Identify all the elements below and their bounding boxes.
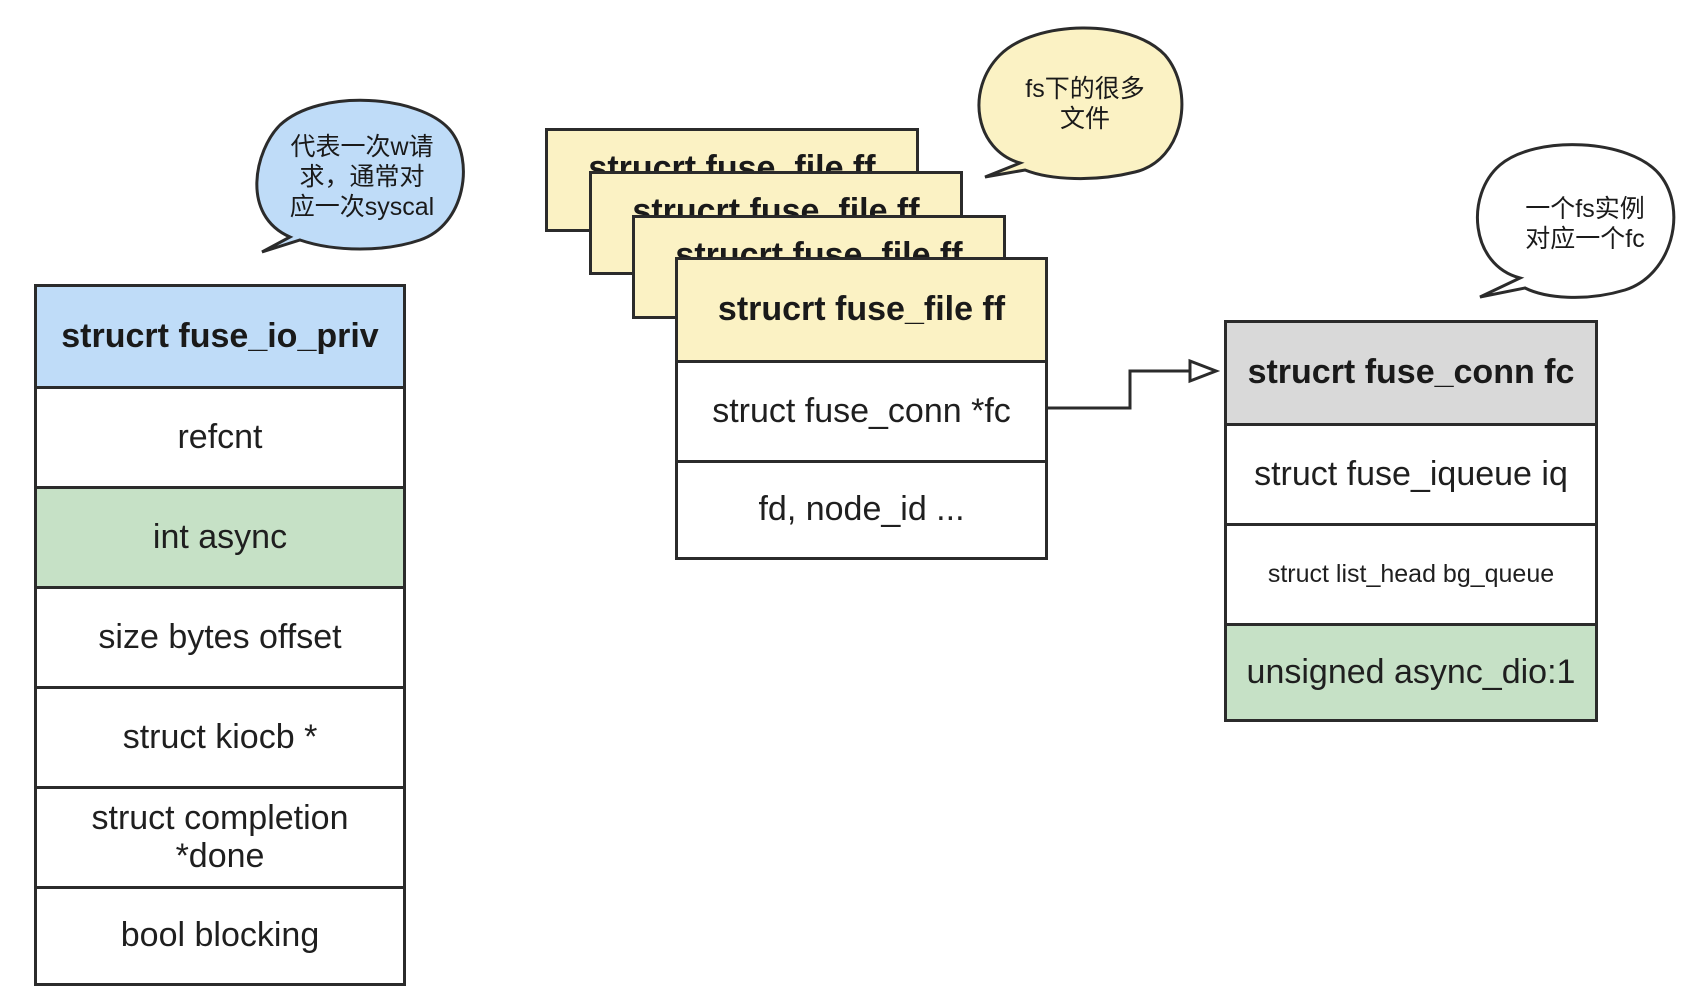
fuse-conn-title: strucrt fuse_conn fc <box>1227 323 1595 423</box>
fs-files-note-bubble <box>977 26 1184 181</box>
fuse-io-priv-title: strucrt fuse_io_priv <box>37 287 403 386</box>
fuse-conn-struct: strucrt fuse_conn fc struct fuse_iqueue … <box>1224 320 1598 722</box>
field-async-dio: unsigned async_dio:1 <box>1227 623 1595 719</box>
field-struct-kiocb: struct kiocb * <box>37 686 403 786</box>
fc-pointer-connector <box>1044 369 1190 410</box>
fuse-file-struct: strucrt fuse_file ff struct fuse_conn *f… <box>675 257 1048 560</box>
field-size-bytes-offset: size bytes offset <box>37 586 403 686</box>
field-bg-queue: struct list_head bg_queue <box>1227 523 1595 623</box>
fs-files-note-text: fs下的很多 文件 <box>1025 75 1145 133</box>
field-int-async: int async <box>37 486 403 586</box>
fs-instance-note-bubble <box>1476 143 1676 299</box>
fc-pointer-arrowhead <box>1188 358 1221 384</box>
io-priv-note-bubble <box>255 98 465 254</box>
field-completion-done: struct completion *done <box>37 786 403 886</box>
fs-instance-note-text: 一个fs实例 对应一个fc <box>1525 195 1645 253</box>
fuse-io-priv-struct: strucrt fuse_io_priv refcnt int async si… <box>34 284 406 986</box>
field-refcnt: refcnt <box>37 386 403 486</box>
field-bool-blocking: bool blocking <box>37 886 403 983</box>
io-priv-note-text: 代表一次w请 求，通常对 应一次syscal <box>289 133 435 221</box>
fuse-file-title: strucrt fuse_file ff <box>678 260 1045 360</box>
field-fuse-iqueue: struct fuse_iqueue iq <box>1227 423 1595 523</box>
field-fd-node-id: fd, node_id ... <box>678 460 1045 557</box>
field-fuse-conn-pointer: struct fuse_conn *fc <box>678 360 1045 460</box>
